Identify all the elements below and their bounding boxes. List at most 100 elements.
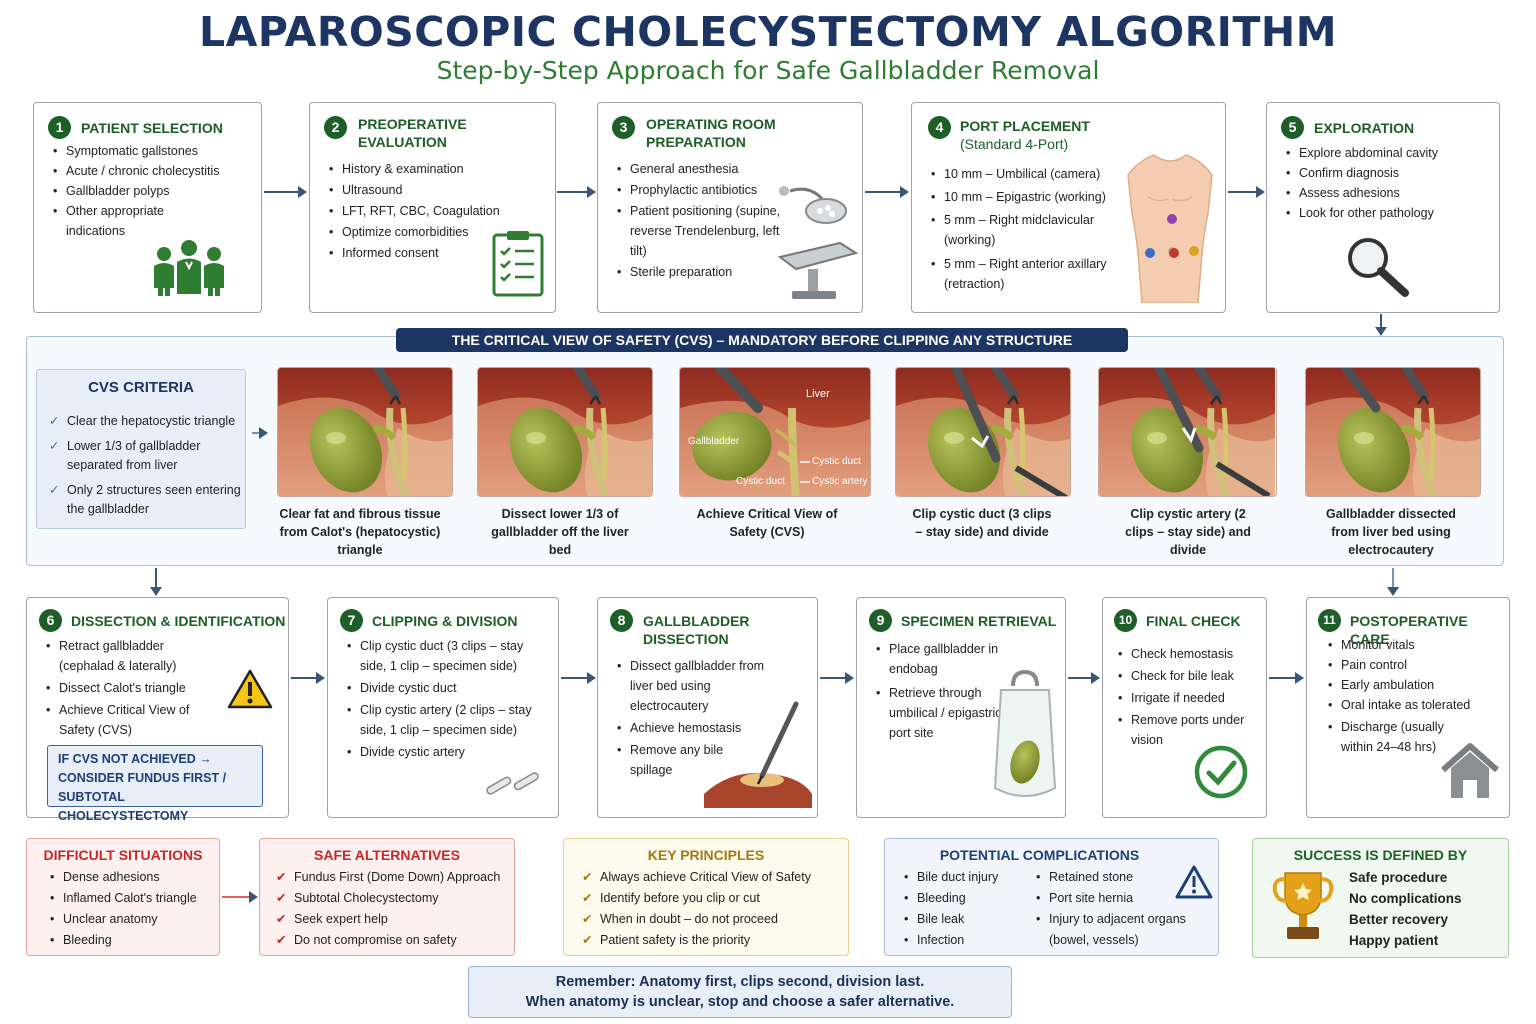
list-item: Dissect Calot's triangle <box>45 678 220 698</box>
list-item: Optimize comorbidities <box>328 222 548 243</box>
list-item: Other appropriate indications <box>52 201 182 241</box>
list-item: Dense adhesions <box>49 867 219 888</box>
flow-arrow <box>264 186 307 198</box>
list-item: Divide cystic artery <box>346 742 554 762</box>
list-item: 5 mm – Right anterior axillary (retracti… <box>930 254 1120 294</box>
step-number: 11 <box>1318 609 1341 632</box>
cvs-step-caption: Dissect lower 1/3 of gallbladder off the… <box>491 507 629 557</box>
list-item: Retract gallbladder (cephalad & laterall… <box>45 636 220 676</box>
box-title: DIFFICULT SITUATIONS <box>43 847 203 863</box>
cystic-duct-label-left: Cystic duct <box>736 476 785 487</box>
cvs-step-caption: Clear fat and fibrous tissue from Calot'… <box>279 507 441 557</box>
list-item: Dissect gallbladder from liver bed using… <box>616 656 768 716</box>
list-item: Confirm diagnosis <box>1285 163 1495 183</box>
list-item: Discharge (usually within 24–48 hrs) <box>1327 717 1447 757</box>
box-list-col1: Bile duct injury Bleeding Bile leak Infe… <box>903 867 1023 951</box>
list-item: Achieve hemostasis <box>616 718 768 738</box>
cystic-duct-label: Cystic duct <box>812 456 861 467</box>
cvs-criteria-title: CVS CRITERIA <box>88 379 194 396</box>
list-item: Seek expert help <box>276 909 512 930</box>
cvs-step-caption: Clip cystic artery (2 clips – stay side)… <box>1125 507 1251 557</box>
list-item: Identify before you clip or cut <box>582 888 846 909</box>
list-item: Patient safety is the priority <box>582 930 846 951</box>
step-number: 4 <box>928 116 951 139</box>
box-title: SAFE ALTERNATIVES <box>314 847 460 863</box>
checkmark-circle-icon <box>1194 745 1248 799</box>
list-item: Monitor vitals <box>1327 635 1502 655</box>
step-number: 6 <box>39 609 62 632</box>
list-item: Achieve Critical View of Safety (CVS) <box>45 700 220 740</box>
list-item: Bile duct injury <box>903 867 1023 888</box>
list-item: Explore abdominal cavity <box>1285 143 1495 163</box>
list-item: Clear the hepatocystic triangle <box>49 412 243 431</box>
list-item: Better recovery <box>1349 912 1449 927</box>
list-item: 10 mm – Umbilical (camera) <box>930 164 1120 184</box>
gallbladder-illustration <box>278 368 453 497</box>
step-list: Symptomatic gallstones Acute / chronic c… <box>52 141 252 241</box>
list-item: Safe procedure <box>1349 870 1448 885</box>
step-number: 9 <box>869 609 892 632</box>
list-item: Clip cystic artery (2 clips – stay side,… <box>346 700 554 740</box>
step-title: SPECIMEN RETRIEVAL <box>901 613 1057 629</box>
list-item: Bleeding <box>49 930 219 951</box>
list-item: Infection <box>903 930 1023 951</box>
list-item: Check for bile leak <box>1117 666 1262 686</box>
list-item: Prophylactic antibiotics <box>616 180 781 200</box>
success-box: SUCCESS IS DEFINED BY <box>1252 838 1509 958</box>
step-number: 8 <box>610 609 633 632</box>
flow-arrow <box>820 672 854 684</box>
cystic-artery-label: Cystic artery <box>812 476 868 487</box>
list-item: Assess adhesions <box>1285 183 1495 203</box>
gallbladder-illustration <box>478 368 653 497</box>
list-item: Place gallbladder in endobag <box>875 639 1005 679</box>
list-item: Clip cystic duct (3 clips – stay side, 1… <box>346 636 536 676</box>
step-card-patient-selection: 1 PATIENT SELECTION Symptomatic gallston… <box>33 102 262 313</box>
list-item: Irrigate if needed <box>1117 688 1262 708</box>
list-item: No complications <box>1349 891 1462 906</box>
flow-arrow-down <box>1387 568 1399 596</box>
flow-arrow <box>291 672 325 684</box>
key-principles-box: KEY PRINCIPLES Always achieve Critical V… <box>563 838 849 956</box>
cvs-step-image-5 <box>1098 367 1277 497</box>
warning-icon <box>227 669 273 709</box>
list-item: Lower 1/3 of gallbladder separated from … <box>49 437 243 475</box>
trophy-icon <box>1272 872 1334 939</box>
cvs-step-caption: Clip cystic duct (3 clips – stay side) a… <box>912 507 1052 539</box>
box-list: Dense adhesions Inflamed Calot's triangl… <box>49 867 219 951</box>
step-list: Check hemostasis Check for bile leak Irr… <box>1117 644 1262 750</box>
home-icon <box>1441 743 1499 798</box>
step-card-specimen-retrieval: 9 SPECIMEN RETRIEVAL Place gallbladder i… <box>856 597 1066 818</box>
flow-arrow <box>252 427 268 439</box>
list-item: Informed consent <box>328 243 548 264</box>
cvs-step-caption: Achieve Critical View of Safety (CVS) <box>696 507 838 539</box>
cvs-step-image-6 <box>1305 367 1481 497</box>
box-title: KEY PRINCIPLES <box>647 847 765 863</box>
step-list: Explore abdominal cavity Confirm diagnos… <box>1285 143 1495 223</box>
list-item: Oral intake as tolerated <box>1327 695 1502 715</box>
cvs-banner: THE CRITICAL VIEW OF SAFETY (CVS) – MAND… <box>396 328 1128 352</box>
step-card-clipping-division: 7 CLIPPING & DIVISION Clip cystic duct (… <box>327 597 559 818</box>
cvs-step-image-1 <box>277 367 453 497</box>
step-list: 10 mm – Umbilical (camera) 10 mm – Epiga… <box>930 164 1120 294</box>
list-item: Ultrasound <box>328 180 548 201</box>
step-title: PORT PLACEMENT(Standard 4-Port) <box>960 118 1090 152</box>
remember-box: Remember: Anatomy first, clips second, d… <box>468 966 1012 1018</box>
box-title: POTENTIAL COMPLICATIONS <box>939 847 1140 863</box>
cvs-anatomy-illustration <box>680 368 870 496</box>
flow-arrow-down <box>1375 314 1387 336</box>
step-list: Dissect gallbladder from liver bed using… <box>616 656 768 780</box>
people-icon <box>154 240 224 296</box>
list-item: Look for other pathology <box>1285 203 1495 223</box>
step-card-port-placement: 4 PORT PLACEMENT(Standard 4-Port) 10 mm … <box>911 102 1226 313</box>
cvs-step-image-4 <box>895 367 1071 497</box>
list-item: Subtotal Cholecystectomy <box>276 888 512 909</box>
operating-table-icon <box>777 186 859 299</box>
list-item: Unclear anatomy <box>49 909 219 930</box>
list-item: LFT, RFT, CBC, Coagulation <box>328 201 548 222</box>
list-item: Happy patient <box>1349 933 1439 948</box>
cvs-criteria-box: CVS CRITERIA Clear the hepatocystic tria… <box>36 369 246 529</box>
step-number: 7 <box>340 609 363 632</box>
cvs-warning-box: IF CVS NOT ACHIEVED → CONSIDER FUNDUS FI… <box>47 745 263 823</box>
box-title: SUCCESS IS DEFINED BY <box>1293 847 1468 863</box>
